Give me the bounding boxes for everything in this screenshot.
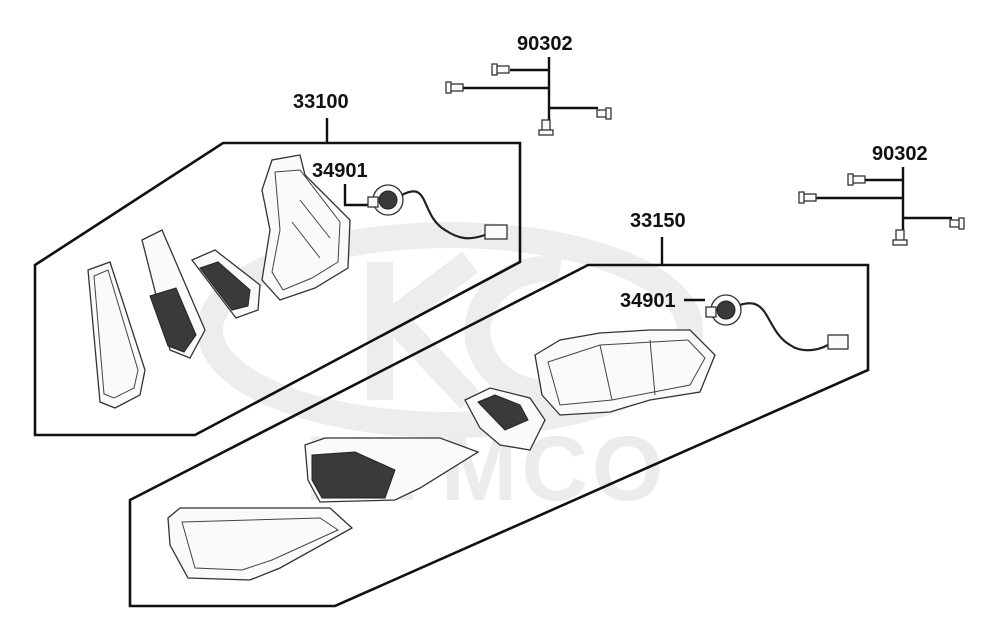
right-headlight-assembly: 33150 34901 — [128, 210, 870, 608]
left-inner-lens — [141, 229, 206, 359]
left-connector — [484, 224, 508, 240]
screw-icon — [596, 107, 612, 120]
right-reflector — [464, 387, 546, 451]
right-bulb-socket — [705, 294, 849, 352]
frame-33150 — [128, 263, 870, 608]
callout-34901-right: 34901 — [620, 290, 676, 312]
screw-icon — [445, 81, 464, 94]
screw-icon — [949, 217, 965, 230]
frame-33100 — [33, 141, 522, 437]
screw-leader-lines-top — [462, 57, 598, 120]
screw-group-top: 90302 — [445, 33, 612, 136]
right-outer-lens — [167, 507, 354, 581]
screw-icon — [538, 119, 554, 136]
callout-34901-left: 34901 — [312, 160, 368, 182]
left-bulb-socket — [367, 184, 508, 240]
right-connector — [827, 334, 849, 350]
callout-90302-right: 90302 — [872, 143, 928, 165]
screw-icon — [798, 191, 817, 204]
callout-33150: 33150 — [630, 210, 686, 232]
screw-leader-lines-right — [815, 167, 952, 230]
callout-90302-top: 90302 — [517, 33, 573, 55]
screw-group-right: 90302 — [798, 143, 965, 246]
left-housing — [261, 154, 351, 301]
right-inner-lens — [304, 437, 480, 503]
screw-icon — [491, 63, 510, 76]
leader-34901-left — [343, 184, 368, 207]
left-outer-lens — [87, 261, 146, 409]
left-headlight-assembly: 33100 34901 — [33, 91, 522, 437]
screw-icon — [847, 173, 866, 186]
callout-33100: 33100 — [293, 91, 349, 113]
left-reflector — [190, 249, 261, 319]
screw-icon — [892, 229, 908, 246]
right-housing — [534, 329, 716, 416]
